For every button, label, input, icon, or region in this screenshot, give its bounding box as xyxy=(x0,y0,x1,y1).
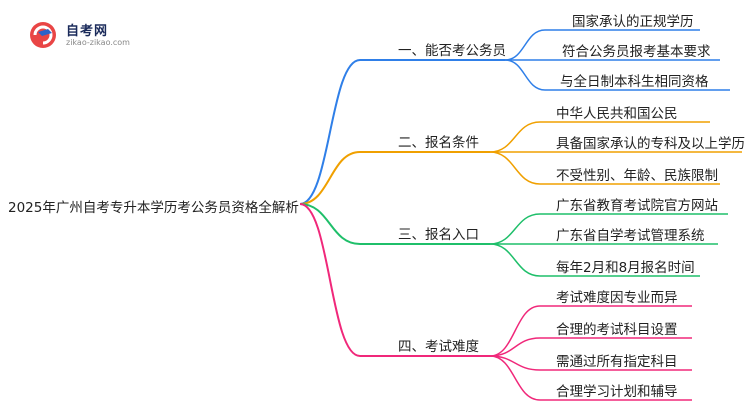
site-logo: 自考网 zikao-zikao.com xyxy=(28,18,138,52)
connector-root-branch-1 xyxy=(299,59,390,205)
leaf-b2-3[interactable]: 不受性别、年龄、民族限制 xyxy=(556,168,718,184)
leaf-b3-2[interactable]: 广东省自学考试管理系统 xyxy=(556,228,705,244)
leaf-b1-1[interactable]: 国家承认的正规学历 xyxy=(572,14,694,30)
leaf-b2-1[interactable]: 中华人民共和国公民 xyxy=(556,106,678,122)
leaf-b3-3[interactable]: 每年2月和8月报名时间 xyxy=(556,260,695,276)
connector-b1-leaf-1 xyxy=(504,29,700,61)
connector-b4-leaf-4 xyxy=(489,355,692,401)
connector-b1-leaf-3 xyxy=(504,59,730,91)
graduation-cap-icon xyxy=(30,22,56,48)
connector-b2-leaf-3 xyxy=(489,151,720,185)
leaf-b4-4[interactable]: 合理学习计划和辅导 xyxy=(556,384,678,400)
leaf-b3-1[interactable]: 广东省教育考试院官方网站 xyxy=(556,198,718,214)
branch-2-label[interactable]: 二、报名条件 xyxy=(398,135,479,151)
leaf-b1-2[interactable]: 符合公务员报考基本要求 xyxy=(562,44,711,60)
connector-root-branch-3 xyxy=(299,203,390,245)
connector-b4-leaf-3 xyxy=(489,355,692,371)
leaf-b4-3[interactable]: 需通过所有指定科目 xyxy=(556,354,678,370)
connector-b4-leaf-2 xyxy=(489,337,692,357)
branch-3-label[interactable]: 三、报名入口 xyxy=(398,227,479,243)
logo-subtitle: zikao-zikao.com xyxy=(66,38,130,47)
leaf-b2-2[interactable]: 具备国家承认的专科及以上学历 xyxy=(556,136,745,152)
connector-b3-leaf-3 xyxy=(489,243,700,277)
connector-b4-leaf-1 xyxy=(489,305,692,357)
connector-b3-leaf-1 xyxy=(489,213,728,245)
branch-4-label[interactable]: 四、考试难度 xyxy=(398,339,479,355)
connector-b2-leaf-1 xyxy=(489,121,710,153)
connector-root-branch-2 xyxy=(299,151,390,205)
leaf-b1-3[interactable]: 与全日制本科生相同资格 xyxy=(560,74,709,90)
leaf-b4-1[interactable]: 考试难度因专业而异 xyxy=(556,290,678,306)
logo-title: 自考网 xyxy=(66,24,109,39)
leaf-b4-2[interactable]: 合理的考试科目设置 xyxy=(556,322,678,338)
branch-1-label[interactable]: 一、能否考公务员 xyxy=(398,43,506,59)
root-topic[interactable]: 2025年广州自考专升本学历考公务员资格全解析 xyxy=(8,200,299,216)
connector-root-branch-4 xyxy=(299,203,390,357)
